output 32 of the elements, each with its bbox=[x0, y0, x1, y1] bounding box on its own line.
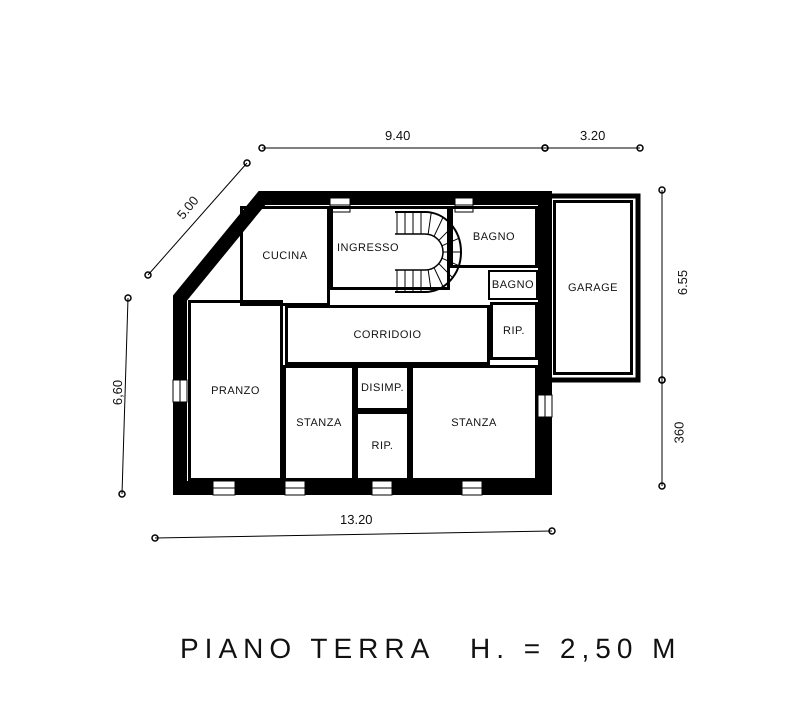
room bbox=[330, 206, 450, 290]
dimension-label: 3.20 bbox=[580, 128, 606, 143]
room-name: PRANZO bbox=[211, 384, 260, 396]
room bbox=[410, 365, 538, 481]
dimension-label: 9.40 bbox=[385, 128, 410, 143]
room bbox=[188, 300, 283, 481]
room-name: CORRIDOIO bbox=[353, 329, 422, 341]
dimension-label: 6,60 bbox=[110, 380, 126, 406]
room-name: BAGNO bbox=[472, 231, 516, 243]
dimension-label: 13.20 bbox=[340, 512, 373, 527]
room-name: RIP. bbox=[372, 440, 394, 452]
room bbox=[283, 365, 355, 481]
room bbox=[355, 411, 410, 481]
room bbox=[450, 206, 538, 268]
dimension-label: 360 bbox=[671, 422, 686, 444]
room-name: STANZA bbox=[296, 417, 342, 429]
dimension-label: 6.55 bbox=[675, 270, 690, 296]
floor-title: PIANO TERRA bbox=[180, 633, 436, 665]
room-name: STANZA bbox=[451, 417, 497, 429]
room-name: RIP. bbox=[503, 325, 525, 337]
room-name: DISIMP. bbox=[360, 382, 404, 394]
room bbox=[355, 365, 410, 411]
room-name: INGRESSO bbox=[337, 242, 400, 254]
room bbox=[490, 302, 538, 360]
room bbox=[240, 206, 330, 306]
room-name: CUCINA bbox=[262, 250, 308, 262]
room-name: GARAGE bbox=[568, 282, 618, 294]
room-name: BAGNO bbox=[492, 279, 534, 291]
room bbox=[488, 270, 538, 300]
room bbox=[553, 200, 633, 375]
height-note: H. = 2,50 M bbox=[470, 633, 682, 665]
room bbox=[285, 305, 490, 365]
